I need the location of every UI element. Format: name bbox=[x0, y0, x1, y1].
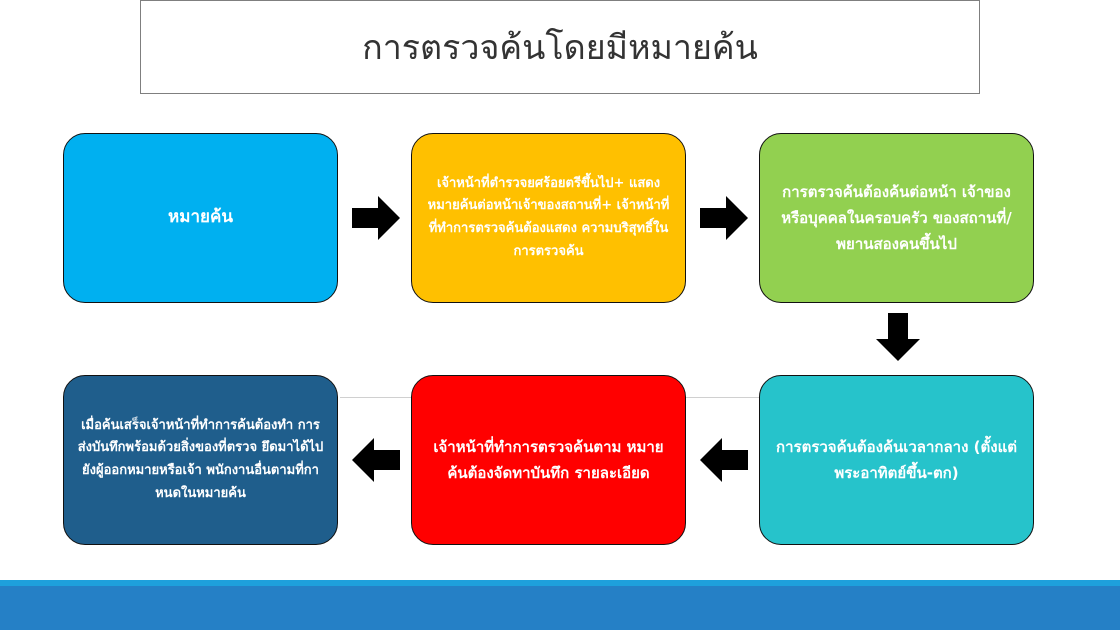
step-1-box: หมายค้น bbox=[63, 133, 338, 303]
step-4-box: การตรวจค้นต้องค้นเวลากลาง (ตั้งแต่พระอาท… bbox=[759, 375, 1034, 545]
arrow-left-icon bbox=[352, 438, 400, 482]
page-title: การตรวจค้นโดยมีหมายค้น bbox=[140, 0, 980, 94]
arrow-right-icon bbox=[352, 196, 400, 240]
step-2-box: เจ้าหน้าที่ตำรวจยศร้อยตรีขึ้นไป+ แสดงหมา… bbox=[411, 133, 686, 303]
arrow-down-icon bbox=[876, 313, 920, 361]
arrow-right-icon bbox=[700, 196, 748, 240]
step-3-box: การตรวจค้นต้องค้นต่อหน้า เจ้าของหรือบุคค… bbox=[759, 133, 1034, 303]
step-5-box: เจ้าหน้าที่ทำการตรวจค้นตาม หมายค้นต้องจั… bbox=[411, 375, 686, 545]
step-6-box: เมื่อค้นเสร็จเจ้าหน้าที่ทำการค้นต้องทำ ก… bbox=[63, 375, 338, 545]
footer-bar bbox=[0, 580, 1120, 630]
arrow-left-icon bbox=[700, 438, 748, 482]
